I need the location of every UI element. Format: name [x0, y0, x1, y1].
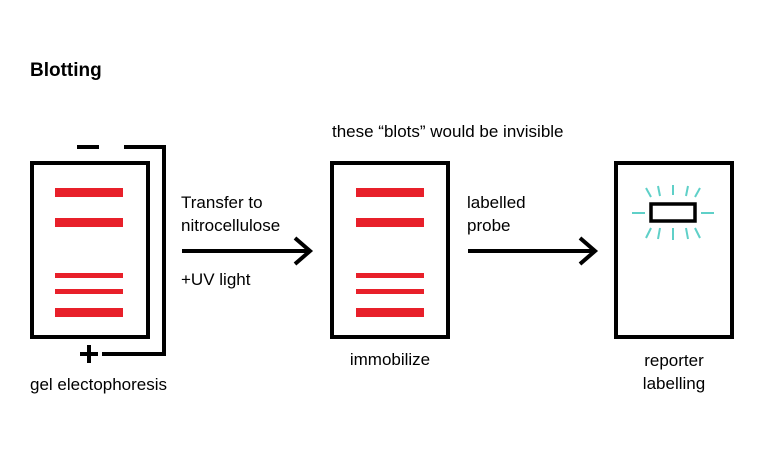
circuit-wire	[102, 145, 166, 356]
probe-label-line1: labelled	[467, 193, 526, 212]
transfer-label-line2: nitrocellulose	[181, 216, 281, 235]
reporter-label-line1: reporter	[644, 351, 704, 370]
gel-band	[55, 289, 123, 294]
uv-light-label: +UV light	[181, 270, 251, 289]
gel-band	[55, 188, 123, 197]
transfer-arrow	[182, 236, 314, 266]
gel-band	[55, 308, 123, 317]
immobilize-label: immobilize	[349, 350, 431, 369]
membrane-band	[356, 218, 424, 227]
membrane-band	[356, 188, 424, 197]
membrane-band	[356, 308, 424, 317]
gel-electrophoresis-label: gel electophoresis	[30, 375, 168, 394]
probe-arrow	[468, 236, 599, 266]
membrane-panel	[330, 161, 450, 339]
membrane-frame	[330, 161, 450, 339]
probe-label-line2: probe	[467, 216, 511, 235]
reporter-frame	[614, 161, 734, 339]
gel-band	[55, 273, 123, 278]
gel-panel	[30, 161, 150, 339]
invisible-blots-note: these “blots” would be invisible	[332, 122, 564, 141]
reporter-label-line2: labelling	[642, 374, 706, 393]
diagram-title: Blotting	[30, 60, 102, 81]
glow-rays	[632, 185, 714, 240]
membrane-band	[356, 289, 424, 294]
gel-frame	[30, 161, 150, 339]
reporter-panel	[614, 161, 734, 339]
membrane-band	[356, 273, 424, 278]
labelled-band	[649, 202, 697, 223]
transfer-label-line1: Transfer to	[181, 193, 263, 212]
gel-band	[55, 218, 123, 227]
electrode-circuit	[77, 145, 166, 363]
